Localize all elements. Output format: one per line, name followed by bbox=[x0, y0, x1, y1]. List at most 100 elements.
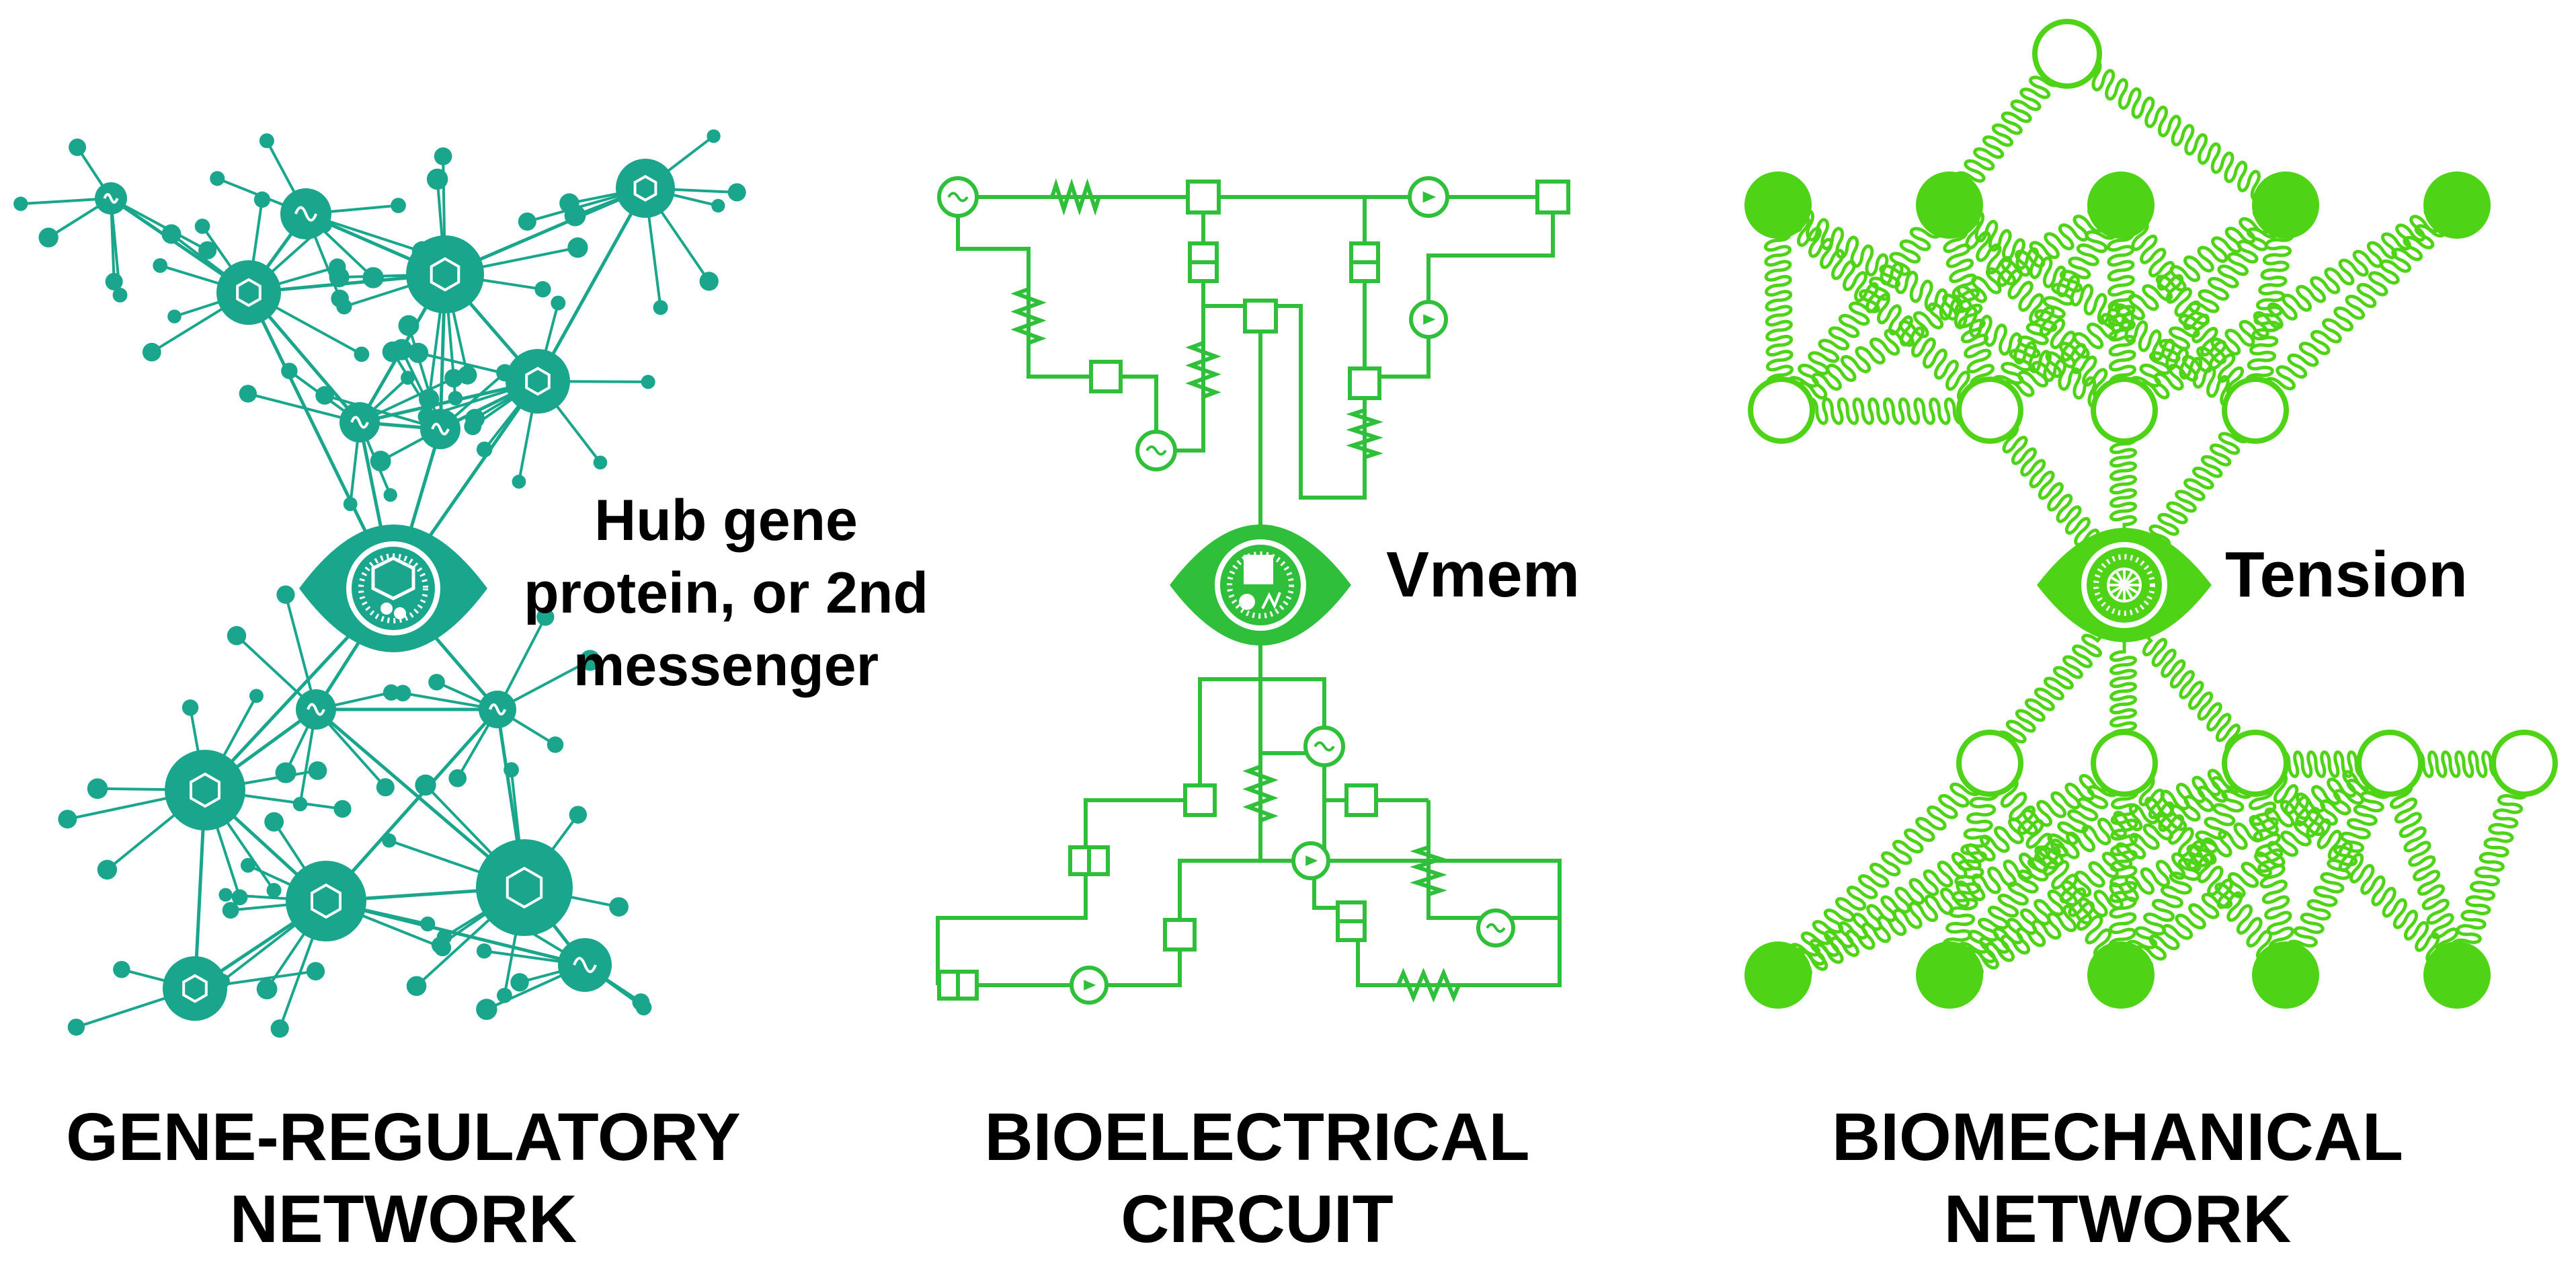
gene-title-line2: NETWORK bbox=[229, 1181, 577, 1257]
network-node bbox=[699, 272, 719, 291]
gene-hub-node bbox=[506, 349, 570, 414]
gene-eye-hub bbox=[299, 525, 487, 652]
molecule-icon bbox=[190, 772, 220, 808]
network-node bbox=[67, 1018, 85, 1036]
network-node bbox=[343, 497, 358, 512]
circuit-wire bbox=[956, 197, 1158, 451]
network-node bbox=[383, 488, 397, 502]
spring-icon bbox=[1948, 761, 2391, 977]
spring-icon bbox=[2143, 409, 2257, 559]
network-node bbox=[142, 342, 161, 362]
network-node bbox=[476, 999, 497, 1020]
resistor-icon bbox=[1346, 408, 1383, 459]
network-node bbox=[182, 699, 199, 716]
protein-icon bbox=[103, 193, 119, 204]
molecule-icon bbox=[371, 556, 415, 600]
network-node bbox=[259, 133, 274, 149]
spring-icon bbox=[2120, 762, 2391, 976]
anchor-node bbox=[2423, 171, 2491, 239]
spring-icon bbox=[1988, 204, 2123, 412]
network-node bbox=[510, 973, 529, 992]
network-node bbox=[218, 888, 233, 902]
bioelectrical-circuit-graph bbox=[936, 176, 1570, 1005]
network-node bbox=[567, 237, 588, 258]
network-node bbox=[394, 685, 411, 702]
network-edge bbox=[536, 187, 647, 383]
arrow-icon bbox=[1305, 855, 1318, 866]
molecule-icon bbox=[182, 974, 208, 1003]
network-node bbox=[428, 674, 445, 691]
eye-pupil bbox=[372, 567, 415, 610]
network-node bbox=[653, 300, 668, 315]
open-node bbox=[2222, 377, 2289, 444]
spring-icon bbox=[1988, 624, 2112, 765]
spring-icon bbox=[1988, 762, 2123, 976]
spring-icon bbox=[2108, 763, 2139, 976]
resistor-icon bbox=[1242, 765, 1279, 822]
network-node bbox=[406, 976, 427, 997]
spring-icon bbox=[1948, 204, 2126, 412]
gene-hub-node bbox=[476, 839, 573, 936]
spring-icon bbox=[1988, 203, 2287, 412]
mesh-icon bbox=[2110, 576, 2138, 594]
sine-icon bbox=[1145, 445, 1167, 456]
tension-label: Tension bbox=[2225, 539, 2468, 611]
open-node bbox=[2356, 730, 2423, 797]
spring-icon bbox=[2123, 762, 2287, 976]
spring-icon bbox=[2254, 762, 2458, 976]
gene-network-graph bbox=[13, 129, 746, 1038]
circuit-wire bbox=[938, 859, 1260, 987]
network-node bbox=[426, 168, 448, 190]
network-node bbox=[264, 812, 284, 832]
network-edge bbox=[110, 198, 122, 296]
molecule-atom bbox=[380, 603, 393, 615]
square-icon bbox=[1244, 555, 1273, 584]
protein-icon bbox=[573, 957, 597, 973]
network-node bbox=[609, 897, 629, 917]
network-node bbox=[391, 198, 406, 213]
protein-icon bbox=[350, 416, 369, 429]
gene-hub-node bbox=[165, 750, 245, 830]
network-node bbox=[593, 455, 608, 470]
spring-icon bbox=[1948, 762, 2126, 976]
network-node bbox=[222, 902, 239, 919]
network-node bbox=[69, 139, 87, 157]
network-node bbox=[536, 608, 555, 626]
mesh-ring bbox=[2107, 568, 2142, 603]
protein-icon bbox=[431, 422, 450, 436]
spring-icon bbox=[2066, 52, 2287, 207]
circuit-box-component bbox=[1183, 783, 1217, 817]
arrow-icon bbox=[1084, 980, 1096, 991]
mechanic-title-line2: NETWORK bbox=[1943, 1181, 2292, 1257]
open-node bbox=[1748, 377, 1815, 444]
anchor-node bbox=[2423, 941, 2491, 1009]
open-node bbox=[1956, 730, 2023, 797]
network-node bbox=[436, 929, 452, 945]
network-node bbox=[551, 295, 566, 311]
network-node bbox=[635, 999, 652, 1015]
network-node bbox=[518, 212, 536, 231]
network-node bbox=[113, 960, 130, 978]
spring-icon bbox=[1781, 397, 1990, 425]
network-node bbox=[336, 299, 352, 315]
network-node bbox=[434, 147, 452, 165]
network-node bbox=[333, 800, 352, 818]
resistor-icon bbox=[1396, 968, 1461, 1003]
network-node bbox=[38, 227, 58, 247]
spring-icon bbox=[1780, 203, 2122, 412]
network-node bbox=[275, 762, 296, 783]
anchor-node bbox=[1916, 941, 1983, 1009]
spring-icon bbox=[2123, 203, 2458, 412]
network-node bbox=[579, 650, 601, 671]
network-node bbox=[198, 241, 217, 260]
network-node bbox=[87, 778, 108, 800]
spring-icon bbox=[2451, 763, 2528, 976]
network-node bbox=[512, 474, 526, 489]
network-node bbox=[569, 806, 588, 824]
network-node bbox=[240, 857, 255, 873]
spring-icon bbox=[2385, 763, 2464, 976]
network-node bbox=[276, 585, 295, 604]
network-node bbox=[153, 258, 168, 273]
open-node bbox=[2032, 19, 2102, 89]
spring-icon bbox=[1942, 763, 1999, 976]
